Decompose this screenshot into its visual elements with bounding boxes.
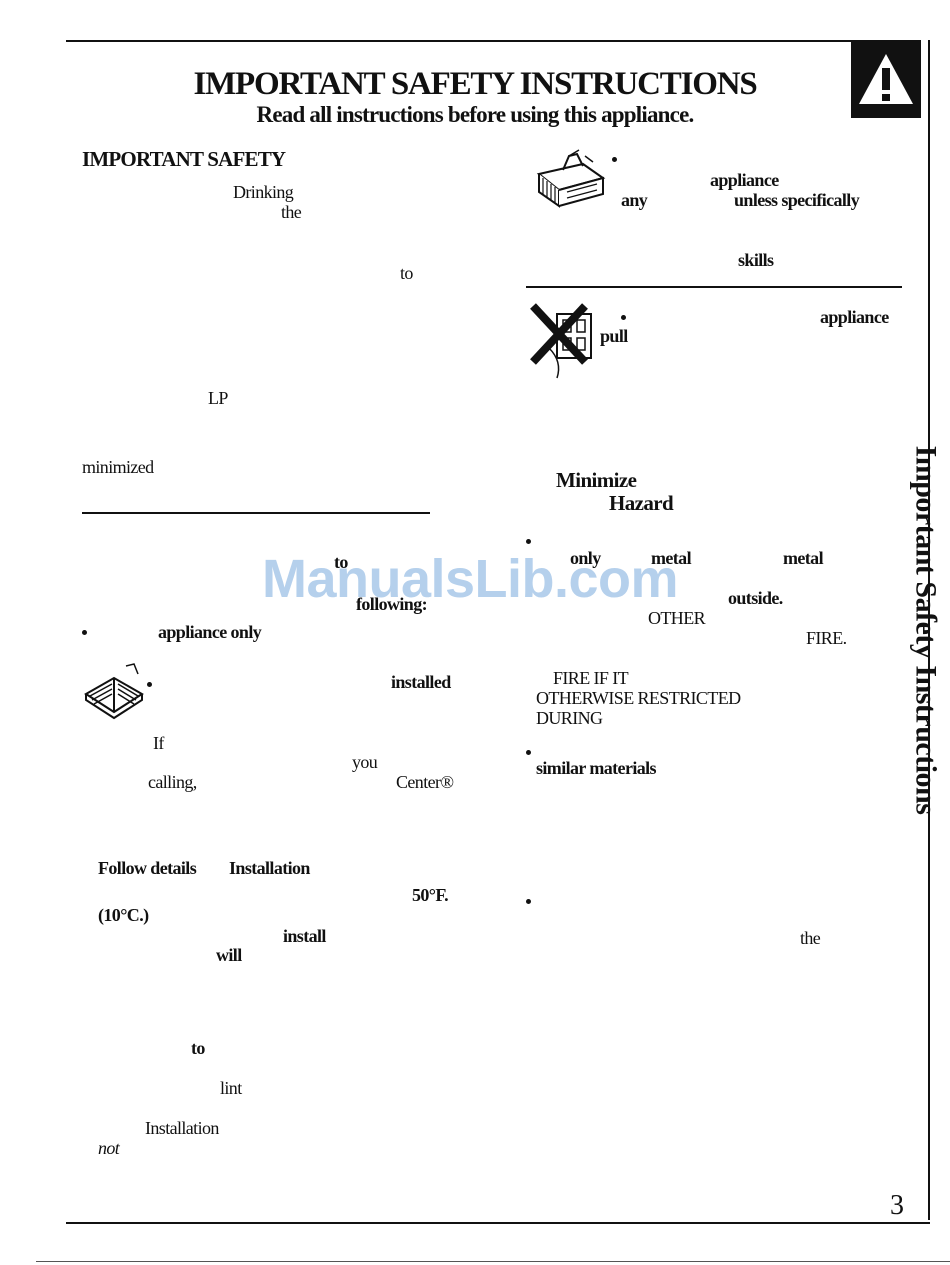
text-fragment: Installation xyxy=(145,1118,219,1138)
subheading-fragment: Hazard xyxy=(609,491,674,515)
watermark: ManualsLib.com xyxy=(262,549,679,609)
subheading-fragment: Minimize xyxy=(556,468,637,492)
text-fragment: pull xyxy=(600,326,628,346)
bottom-scan-rule xyxy=(36,1261,950,1262)
text-fragment: Drinking xyxy=(233,182,294,202)
text-fragment: appliance only xyxy=(158,622,262,642)
text-fragment: OTHER xyxy=(648,608,706,628)
left-divider-rule xyxy=(82,512,430,514)
text-fragment: similar materials xyxy=(536,758,657,778)
text-fragment: appliance xyxy=(820,307,889,327)
page-title: IMPORTANT SAFETY INSTRUCTIONS xyxy=(193,66,757,102)
text-fragment: to xyxy=(400,263,413,283)
bullet xyxy=(147,682,152,687)
text-fragment: only xyxy=(570,548,601,568)
right-divider-rule xyxy=(526,286,902,288)
side-label: Important Safety Instructions xyxy=(885,440,950,820)
text-fragment: install xyxy=(283,926,326,946)
right-page-rule xyxy=(928,40,930,1220)
text-fragment: FIRE IF IT xyxy=(553,668,629,688)
text-fragment: any xyxy=(621,190,648,210)
text-fragment: to xyxy=(191,1038,205,1058)
top-rule xyxy=(66,40,852,42)
text-fragment: lint xyxy=(220,1078,242,1098)
text-fragment: appliance xyxy=(710,170,779,190)
bullet xyxy=(612,157,617,162)
text-fragment: following: xyxy=(356,594,428,614)
text-fragment: OTHERWISE RESTRICTED xyxy=(536,688,741,708)
text-fragment: not xyxy=(98,1138,120,1158)
text-fragment: minimized xyxy=(82,457,154,477)
page-subtitle: Read all instructions before using this … xyxy=(256,102,695,127)
text-fragment: DURING xyxy=(536,708,603,728)
text-fragment: unless specifically xyxy=(734,190,860,210)
text-fragment: Installation xyxy=(229,858,310,878)
section-heading: IMPORTANT SAFETY xyxy=(82,147,286,171)
text-fragment: Center® xyxy=(396,772,454,792)
text-fragment: metal xyxy=(651,548,692,568)
bullet xyxy=(526,750,531,755)
text-fragment: the xyxy=(281,202,302,222)
warning-triangle-icon xyxy=(859,54,913,104)
no-plug-pull-icon xyxy=(530,303,592,379)
text-fragment: If xyxy=(153,733,164,753)
text-fragment: LP xyxy=(208,388,228,408)
text-fragment: Follow details xyxy=(98,858,197,878)
text-fragment: installed xyxy=(391,672,451,692)
text-fragment: to xyxy=(334,552,348,572)
text-fragment: the xyxy=(800,928,821,948)
bottom-rule xyxy=(66,1222,930,1224)
text-fragment: you xyxy=(352,752,378,772)
toolbox-icon xyxy=(536,149,606,208)
text-fragment: metal xyxy=(783,548,824,568)
manual-book-icon xyxy=(84,663,144,720)
text-fragment: 50°F. xyxy=(412,885,449,905)
bullet xyxy=(526,899,531,904)
page-number: 3 xyxy=(890,1190,904,1221)
bullet xyxy=(621,315,626,320)
text-fragment: will xyxy=(216,945,242,965)
text-fragment: outside. xyxy=(728,588,783,608)
text-fragment: skills xyxy=(738,250,774,270)
side-label-text: Important Safety Instructions xyxy=(909,445,942,815)
warning-box xyxy=(851,40,921,118)
text-fragment: FIRE. xyxy=(806,628,847,648)
text-fragment: calling, xyxy=(148,772,197,792)
bullet xyxy=(526,539,531,544)
text-fragment: (10°C.) xyxy=(98,905,149,925)
bullet xyxy=(82,630,87,635)
